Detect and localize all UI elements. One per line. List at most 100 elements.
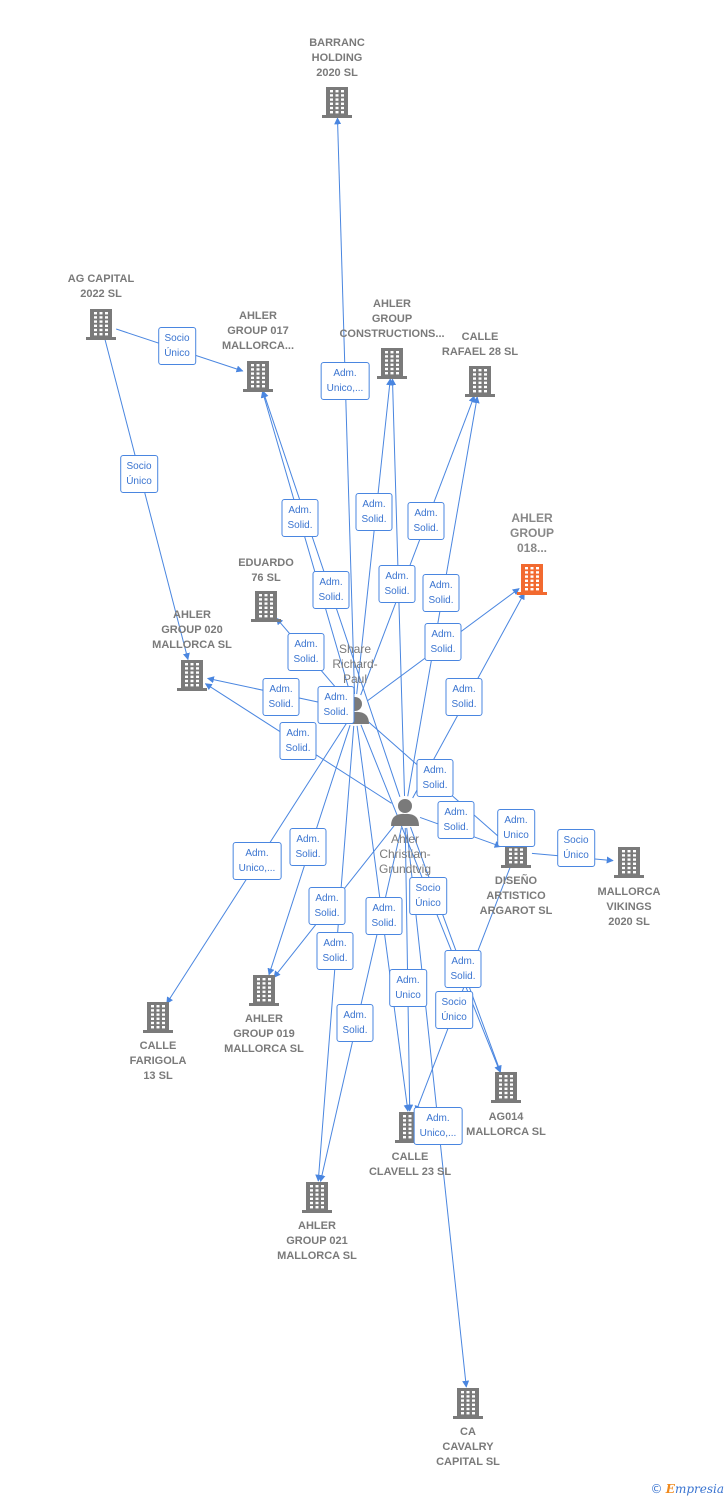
node-label-line: 2020 SL bbox=[316, 67, 358, 79]
edge-label[interactable]: Adm.Solid. bbox=[289, 828, 327, 866]
edge-label[interactable]: Adm.Solid. bbox=[262, 678, 300, 716]
edge-label-line: Adm. bbox=[396, 975, 420, 986]
node-label-line: MALLORCA SL bbox=[277, 1250, 357, 1262]
edge-label-line: Solid. bbox=[322, 953, 348, 964]
building-icon[interactable] bbox=[177, 660, 207, 691]
edge-label-line: Adm. bbox=[288, 505, 312, 516]
footer[interactable]: © Empresia bbox=[650, 1482, 724, 1496]
edge-label[interactable]: Adm.Unico,... bbox=[232, 842, 282, 880]
edge-label[interactable]: Adm.Solid. bbox=[308, 887, 346, 925]
edge-label[interactable]: Adm.Solid. bbox=[355, 493, 393, 531]
building-icon[interactable] bbox=[251, 591, 281, 622]
edge-label-line: Solid. bbox=[314, 908, 340, 919]
edge-label[interactable]: Adm.Unico,... bbox=[413, 1107, 463, 1145]
node-label-line: MALLORCA SL bbox=[224, 1043, 304, 1055]
edge-share-ahler017 bbox=[260, 390, 352, 695]
edge-label-line: Unico,... bbox=[326, 383, 364, 394]
edge-label[interactable]: Adm.Solid. bbox=[281, 499, 319, 537]
building-icon[interactable] bbox=[377, 348, 407, 379]
building-icon[interactable] bbox=[517, 564, 547, 595]
edge-diseno-clavell bbox=[414, 866, 511, 1113]
building-icon[interactable] bbox=[302, 1182, 332, 1213]
edge-label[interactable]: Adm.Unico,... bbox=[320, 362, 370, 400]
building-icon[interactable] bbox=[143, 1002, 173, 1033]
node-label-line: ARTISTICO bbox=[486, 890, 546, 902]
node-label-line: FARIGOLA bbox=[129, 1055, 187, 1067]
edge-label[interactable]: Adm.Solid. bbox=[437, 801, 475, 839]
edge-label-line: Adm. bbox=[423, 765, 447, 776]
edge-label-line: Adm. bbox=[294, 639, 318, 650]
edge-label[interactable]: Adm.Solid. bbox=[365, 897, 403, 935]
edge-label[interactable]: Adm.Solid. bbox=[279, 722, 317, 760]
building-icon[interactable] bbox=[614, 847, 644, 878]
edge-label[interactable]: Adm.Solid. bbox=[407, 502, 445, 540]
building-icon[interactable] bbox=[465, 366, 495, 397]
person-icon[interactable] bbox=[391, 799, 419, 826]
brand-logo[interactable]: Empresia bbox=[665, 1482, 724, 1496]
node-label-line: AHLER bbox=[173, 609, 211, 621]
building-icon[interactable] bbox=[249, 975, 279, 1006]
building-icon[interactable] bbox=[453, 1388, 483, 1419]
edge-label-line: Solid. bbox=[371, 918, 397, 929]
node-label-line: GROUP bbox=[509, 526, 554, 540]
node-label-line: CALLE bbox=[391, 1151, 429, 1163]
node-label-line: AHLER bbox=[373, 298, 411, 310]
edge-label-line: Solid. bbox=[268, 699, 294, 710]
edge-label-line: Solid. bbox=[323, 707, 349, 718]
edge-label[interactable]: Adm.Solid. bbox=[444, 950, 482, 988]
edge-label[interactable]: Adm.Solid. bbox=[336, 1004, 374, 1042]
edge-label[interactable]: Adm.Solid. bbox=[378, 565, 416, 603]
edge-label[interactable]: Adm.Solid. bbox=[287, 633, 325, 671]
node-label-line: GROUP bbox=[371, 313, 413, 325]
building-icon[interactable] bbox=[322, 87, 352, 118]
edge-label[interactable]: Adm.Solid. bbox=[317, 686, 355, 724]
edge-label-line: Adm. bbox=[362, 499, 386, 510]
edge-label-line: Adm. bbox=[426, 1113, 450, 1124]
edge-label[interactable]: Adm.Unico bbox=[389, 969, 427, 1007]
edge-label-line: Solid. bbox=[450, 971, 476, 982]
building-icon[interactable] bbox=[86, 309, 116, 340]
edge-label[interactable]: Adm.Unico bbox=[497, 809, 535, 847]
edge-label[interactable]: Adm.Solid. bbox=[422, 574, 460, 612]
node-label-line: Share bbox=[338, 642, 372, 656]
node-label-line: CALLE bbox=[461, 331, 499, 343]
edge-label-line: Adm. bbox=[444, 807, 468, 818]
edge-label[interactable]: Adm.Solid. bbox=[445, 678, 483, 716]
edge-share-barranc bbox=[334, 117, 356, 695]
building-icon[interactable] bbox=[243, 361, 273, 392]
edge-share-rafael bbox=[360, 395, 476, 696]
edge-label-line: Adm. bbox=[245, 848, 269, 859]
edge-label-line: Socio bbox=[164, 333, 190, 344]
edge-label-line: Adm. bbox=[414, 508, 438, 519]
building-icon[interactable] bbox=[491, 1072, 521, 1103]
edge-label[interactable]: Adm.Solid. bbox=[424, 623, 462, 661]
edge-label[interactable]: Adm.Solid. bbox=[312, 571, 350, 609]
edge-label[interactable]: Adm.Solid. bbox=[316, 932, 354, 970]
edge-agcapital-ahler020 bbox=[104, 339, 190, 661]
edge-label-line: Adm. bbox=[343, 1010, 367, 1021]
edge-label[interactable]: Adm.Solid. bbox=[416, 759, 454, 797]
